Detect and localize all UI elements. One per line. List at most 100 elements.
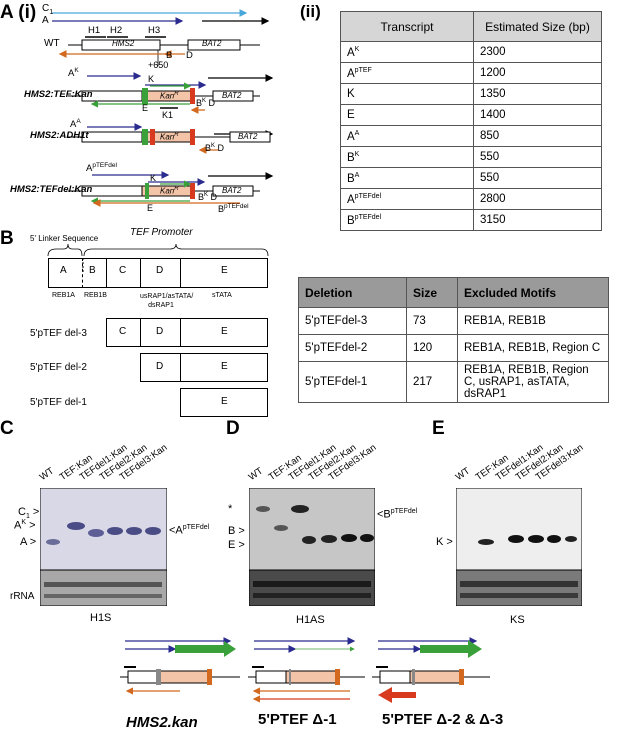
c1-label: C1: [42, 3, 54, 16]
kan-label-2: KanR: [160, 132, 179, 142]
promoter-brackets: [47, 243, 269, 272]
del1-bar: [180, 388, 268, 417]
construct-tef-kan: HMS2:TEF:Kan: [24, 89, 93, 100]
deletion-size: 73: [406, 307, 458, 335]
b-band-label: B >: [228, 525, 245, 537]
rrna-label: rRNA: [10, 591, 35, 602]
bptefdel-label: BpTEFdel: [218, 203, 249, 214]
transcript-name: BA: [340, 167, 474, 189]
region-a: A: [60, 265, 67, 276]
bat2-label-2: BAT2: [222, 91, 242, 100]
col-transcript: Transcript: [340, 11, 474, 42]
region-e: E: [221, 265, 228, 276]
a-band-label: A >: [20, 536, 37, 548]
transcript-name: E: [340, 104, 474, 126]
summary-label-3: 5'PTEF Δ-2 & Δ-3: [382, 711, 504, 728]
bk-d-label-3: BK D: [198, 192, 218, 202]
bat2-label: BAT2: [202, 39, 222, 48]
panel-c-label: C: [0, 418, 14, 439]
summary-del2-3: [372, 637, 490, 703]
transcript-name: AK: [340, 41, 474, 63]
aptefdel-label: ApTEFdel: [86, 162, 117, 175]
k-label: K: [148, 74, 155, 84]
k1-label: K1: [162, 110, 174, 120]
star-label: *: [228, 503, 233, 515]
transcript-size: 3150: [473, 209, 602, 231]
aptefdel-band-label: <ApTEFdel: [169, 524, 210, 537]
linker-label: 5' Linker Sequence: [30, 234, 99, 243]
hms2-label: HMS2: [112, 39, 135, 48]
hms2-gene-wt: [81, 39, 161, 51]
excluded-motifs: REB1A, REB1B, Region C: [457, 334, 609, 362]
transcript-name: BpTEFdel: [340, 209, 474, 231]
transcript-size: 2300: [473, 41, 602, 63]
panel-e-label: E: [432, 418, 445, 439]
ak-label: AK: [68, 67, 79, 80]
transcript-size: 550: [473, 146, 602, 168]
excluded-motifs: REB1A, REB1B, Region C, usRAP1, asTATA, …: [457, 361, 609, 403]
region-c: C: [119, 265, 127, 276]
transcript-size: 1350: [473, 83, 602, 105]
transcript-size: 2800: [473, 188, 602, 210]
summary-label-2: 5'PTEF Δ-1: [258, 711, 337, 728]
region-d: D: [156, 265, 164, 276]
blot-d: [249, 488, 375, 606]
probe-h3: H3: [148, 25, 161, 36]
col-deletion: Deletion: [298, 277, 407, 308]
del2-box-d: D: [156, 361, 164, 372]
lane-label: WT: [246, 465, 266, 483]
motif-stata: sTATA: [212, 292, 232, 299]
blot-e: [456, 488, 582, 606]
deletion-name: 5'pTEFdel-2: [298, 334, 407, 362]
col-motifs: Excluded Motifs: [457, 277, 609, 308]
del3-box-c: C: [119, 326, 127, 337]
transcript-size: 550: [473, 167, 602, 189]
probe-h1as: H1AS: [296, 614, 325, 626]
transcript-name: AA: [340, 125, 474, 147]
transcript-name: ApTEF: [340, 62, 474, 84]
promoter-bar: [48, 258, 268, 288]
motif-reb1b: REB1B: [84, 292, 107, 299]
plus650-label: +650: [148, 60, 169, 70]
transcript-size: 1200: [473, 62, 602, 84]
transcript-name: K: [340, 83, 474, 105]
bat2-label-4: BAT2: [222, 186, 242, 195]
summary-label-1: HMS2.kan: [126, 714, 198, 731]
a-label: A: [42, 15, 49, 26]
del2-label: 5'pTEF del-2: [30, 362, 87, 373]
del3-label: 5'pTEF del-3: [30, 328, 87, 339]
e-label-2: E: [147, 203, 154, 213]
probe-ks: KS: [510, 614, 525, 626]
del1-label: 5'pTEF del-1: [30, 397, 87, 408]
bat2-label-3: BAT2: [238, 132, 258, 141]
k-label-2: K: [150, 173, 157, 183]
panel-d-label: D: [226, 418, 240, 439]
promoter-label: TEF Promoter: [130, 227, 193, 238]
blot-c: [40, 488, 167, 606]
del2-box-e: E: [221, 361, 228, 372]
transcript-name: BK: [340, 146, 474, 168]
col-size: Estimated Size (bp): [473, 11, 602, 42]
lane-label: WT: [37, 465, 57, 483]
del3-bar: [106, 318, 268, 347]
bk-d-label-2: BK D: [205, 143, 225, 153]
panel-b-label: B: [0, 228, 14, 249]
transcript-size: 850: [473, 125, 602, 147]
k-band-label: K >: [436, 536, 453, 548]
construct-wt: WT: [44, 38, 60, 49]
panel-a-diagram: [52, 9, 274, 207]
deletion-size: 120: [406, 334, 458, 362]
panel-a-label: A (i): [0, 2, 37, 23]
transcript-size: 1400: [473, 104, 602, 126]
motif-rap1: usRAP1/asTATA/ dsRAP1: [140, 293, 194, 309]
kan-label-3: KanR: [160, 186, 179, 196]
